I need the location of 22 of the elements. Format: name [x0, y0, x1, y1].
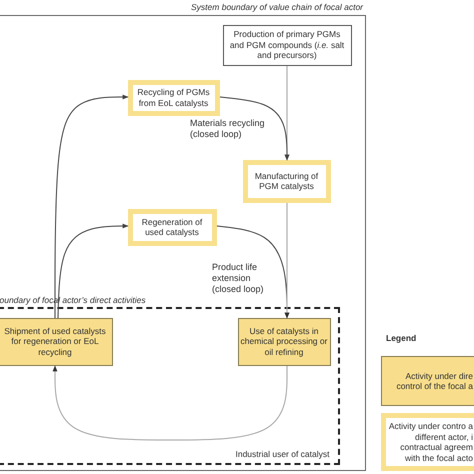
- legend-text: Activity under contro a different actor, i contractual agreem with the focal acto: [388, 421, 474, 463]
- activity-box: [238, 318, 330, 366]
- activity-text: Production of primary PGMs and PGM compounds (i.e. salt and precursors): [228, 29, 346, 61]
- activity-text: Use of catalysts in chemical processing or oil refining: [240, 326, 328, 358]
- process-box: [242, 160, 330, 202]
- arrow: [54, 94, 129, 318]
- legend-heading: Legend: [386, 333, 416, 344]
- activity-text: Manufacturing of PGM catalysts: [254, 170, 320, 192]
- arrow: [220, 96, 290, 161]
- activity-text: Regeneration of used catalysts: [140, 216, 204, 238]
- activity-box: [0, 318, 112, 366]
- boundary-caption: Industrial user of catalyst: [235, 449, 330, 460]
- process-box: [222, 24, 352, 66]
- arrow: [58, 224, 129, 318]
- activity-text: Shipment of used catalysts for regeneration or EoL recycling: [3, 326, 107, 358]
- arrow: [52, 365, 288, 440]
- legend-text: Activity under dire control of the focal a: [395, 370, 474, 392]
- boundary-heading: System boundary of value chain of focal actor: [191, 2, 363, 12]
- process-box: [128, 80, 220, 116]
- arrow: [284, 202, 290, 319]
- activity-text: Recycling of PGMs from EoL catalysts: [136, 87, 211, 108]
- process-box: [128, 208, 216, 246]
